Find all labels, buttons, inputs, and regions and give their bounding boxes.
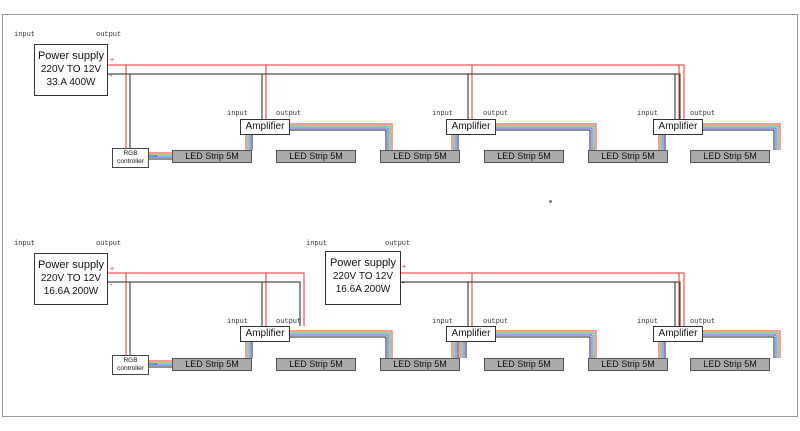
negative-power-wire [401, 281, 681, 326]
power-supply-spec: 33.A 400W [46, 77, 96, 88]
rgb-signal-wire [496, 123, 597, 150]
rgb-signal-wire [290, 336, 387, 358]
rgb-signal-wire [290, 332, 391, 358]
rgb-signal-wire [496, 334, 593, 358]
power-supply-2: Power supply 220V TO 12V 16.6A 200W [34, 253, 108, 305]
amp-input-label: input [637, 110, 659, 118]
negative-power-wire [108, 281, 301, 326]
power-supply-title: Power supply [37, 259, 105, 271]
power-supply-title: Power supply [329, 257, 397, 269]
power-supply-voltage: 220V TO 12V [40, 64, 102, 75]
led-strip: LED Strip 5M [276, 150, 356, 163]
plus-terminal: + [110, 266, 115, 273]
rgb-signal-wire [703, 129, 775, 150]
led-strip: LED Strip 5M [484, 150, 564, 163]
led-strip: LED Strip 5M [588, 358, 668, 371]
minus-terminal: - [110, 73, 113, 80]
rgb-signal-wire [290, 330, 393, 358]
amplifier-5: Amplifier [446, 326, 496, 342]
amp-output-label: output [483, 110, 509, 118]
amp-input-label: input [227, 110, 249, 118]
power-supply-spec: 16.6A 200W [43, 286, 99, 297]
power-supply-1: Power supply 220V TO 12V 33.A 400W [34, 44, 108, 96]
rgb-signal-wire [290, 127, 389, 150]
positive-power-wire [108, 64, 685, 119]
rgb-signal-wire [703, 334, 777, 358]
rgb-signal-wire [703, 123, 781, 150]
positive-power-wire [401, 272, 685, 326]
amplifier-2: Amplifier [446, 119, 496, 135]
amp-input-label: input [432, 110, 454, 118]
amp-output-label: output [690, 110, 716, 118]
rgb-signal-wire [703, 336, 775, 358]
led-strip: LED Strip 5M [484, 358, 564, 371]
power-supply-3: Power supply 220V TO 12V 16.6A 200W [325, 251, 401, 305]
rgb-signal-wire [496, 332, 595, 358]
rgb-signal-wire [496, 127, 593, 150]
rgb-signal-wire [496, 336, 591, 358]
power-supply-voltage: 220V TO 12V [40, 273, 102, 284]
rgb-controller-line1: RGB [123, 357, 138, 364]
psu-output-label: output [96, 240, 122, 248]
minus-terminal: - [110, 282, 113, 289]
amp-input-label: input [227, 318, 249, 326]
led-strip: LED Strip 5M [690, 150, 770, 163]
psu-output-label: output [96, 31, 122, 39]
psu-input-label: input [14, 31, 36, 39]
amplifier-3: Amplifier [653, 119, 703, 135]
rgb-signal-wire [703, 332, 779, 358]
rgb-controller-line2: controller [117, 365, 144, 372]
led-strip: LED Strip 5M [172, 358, 252, 371]
rgb-controller-line2: controller [117, 158, 144, 165]
psu-input-label: input [306, 240, 328, 248]
amp-output-label: output [483, 318, 509, 326]
rgb-signal-wire [290, 125, 391, 150]
power-supply-title: Power supply [37, 50, 105, 62]
rgb-signal-wire [703, 127, 777, 150]
amplifier-6: Amplifier [653, 326, 703, 342]
amp-output-label: output [276, 318, 302, 326]
amp-output-label: output [276, 110, 302, 118]
psu-input-label: input [14, 240, 36, 248]
led-strip: LED Strip 5M [380, 150, 460, 163]
amp-output-label: output [690, 318, 716, 326]
plus-terminal: + [402, 264, 407, 271]
rgb-signal-wire [290, 334, 389, 358]
diagram-frame [2, 14, 798, 417]
positive-power-wire [108, 272, 305, 326]
led-strip: LED Strip 5M [172, 150, 252, 163]
psu-output-label: output [385, 240, 411, 248]
rgb-signal-wire [496, 129, 591, 150]
rgb-signal-wire [496, 125, 595, 150]
led-strip: LED Strip 5M [690, 358, 770, 371]
negative-power-wire [108, 73, 681, 119]
rgb-controller-line1: RGB [123, 150, 138, 157]
led-strip: LED Strip 5M [380, 358, 460, 371]
rgb-signal-wire [290, 123, 393, 150]
rgb-signal-wire [290, 129, 387, 150]
led-strip: LED Strip 5M [276, 358, 356, 371]
rgb-signal-wire [703, 330, 781, 358]
rgb-signal-wire [496, 330, 597, 358]
power-supply-voltage: 220V TO 12V [332, 271, 394, 282]
amplifier-1: Amplifier [240, 119, 290, 135]
led-strip: LED Strip 5M [588, 150, 668, 163]
amp-input-label: input [637, 318, 659, 326]
plus-terminal: + [110, 57, 115, 64]
minus-terminal: - [402, 280, 405, 287]
rgb-controller: RGB controller [112, 148, 149, 168]
rgb-signal-wire [703, 125, 779, 150]
amplifier-4: Amplifier [240, 326, 290, 342]
speck [549, 200, 552, 203]
rgb-controller: RGB controller [112, 355, 149, 375]
amp-input-label: input [432, 318, 454, 326]
power-supply-spec: 16.6A 200W [335, 284, 391, 295]
